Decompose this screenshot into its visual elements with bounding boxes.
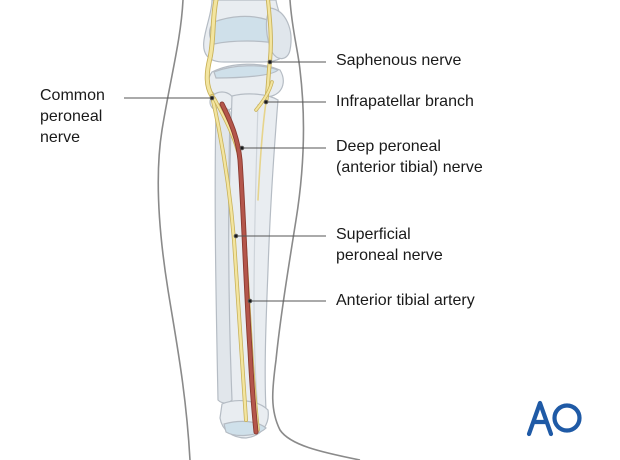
label-common-peroneal-line1: Common bbox=[40, 87, 105, 104]
ao-logo-letter-a bbox=[526, 400, 554, 437]
leg-outline-left bbox=[157, 0, 191, 460]
infrapatellar-branch-nerve bbox=[254, 80, 274, 112]
anterior-tibial-artery bbox=[219, 101, 259, 435]
tibial-cartilage bbox=[213, 65, 280, 79]
ao-logo: AO bbox=[526, 398, 582, 438]
label-saphenous-nerve: Saphenous nerve bbox=[336, 52, 462, 69]
leg-outline-right bbox=[271, 0, 361, 460]
leader-lines bbox=[124, 59, 326, 304]
label-common-peroneal-line3: nerve bbox=[40, 129, 81, 146]
label-deep-peroneal-line2: (anterior tibial) nerve bbox=[336, 159, 483, 176]
label-common-peroneal-nerve: Common peroneal nerve bbox=[40, 85, 105, 148]
label-infrapatellar-branch: Infrapatellar branch bbox=[336, 93, 474, 110]
label-superficial-peroneal-line1: Superficial bbox=[336, 226, 411, 243]
label-superficial-peroneal-nerve: Superficial peroneal nerve bbox=[336, 224, 443, 266]
label-deep-peroneal-nerve: Deep peroneal (anterior tibial) nerve bbox=[336, 136, 483, 178]
leg-outline bbox=[157, 0, 361, 460]
tibia-crest bbox=[253, 103, 259, 409]
label-superficial-peroneal-line2: peroneal nerve bbox=[336, 247, 443, 264]
ao-logo-letter-o bbox=[552, 403, 582, 433]
label-anterior-tibial-artery: Anterior tibial artery bbox=[336, 292, 475, 309]
label-common-peroneal-line2: peroneal bbox=[40, 108, 103, 125]
label-deep-peroneal-line1: Deep peroneal bbox=[336, 138, 441, 155]
